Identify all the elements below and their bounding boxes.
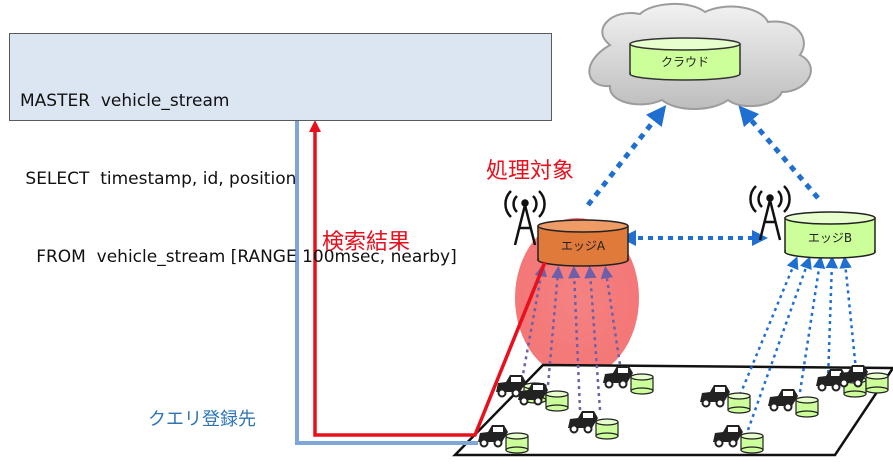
vehicle-icon (478, 425, 529, 454)
cloud-edge-links (586, 105, 820, 207)
query-line-master: MASTER vehicle_stream (20, 91, 230, 111)
cloud-disk: クラウド (629, 37, 741, 81)
vehicle-icon (838, 365, 889, 394)
vehicle-icon (518, 383, 569, 412)
vehicle-to-edge-b-links (738, 255, 858, 431)
vehicle-icon (713, 425, 764, 454)
cloud-label: クラウド (661, 55, 709, 69)
vehicle-icon (568, 411, 619, 440)
edge-b-label: エッジB (808, 231, 852, 245)
result-arrowhead (309, 120, 321, 132)
vehicle-icon (603, 366, 654, 395)
edge-a-disk: エッジA (537, 219, 629, 267)
search-result-label: 検索結果 (322, 230, 411, 255)
vehicles (478, 365, 889, 454)
ground-plane (452, 363, 893, 457)
antenna-a-icon (504, 190, 546, 246)
vehicle-icon (768, 389, 819, 418)
query-register-line (295, 121, 478, 445)
result-line (313, 128, 547, 437)
link-edge-a-cloud (586, 105, 667, 207)
processing-target-label: 処理対象 (486, 159, 575, 184)
query-line-from: FROM vehicle_stream [RANGE 100msec, near… (20, 247, 457, 267)
query-line-select: SELECT timestamp, id, position (20, 169, 297, 189)
edge-b-disk: エッジB (784, 211, 876, 259)
vehicle-icon (700, 385, 751, 414)
link-edge-b-cloud (738, 105, 820, 200)
query-register-label: クエリ登録先 (148, 409, 256, 430)
query-box: MASTER vehicle_stream SELECT timestamp, … (9, 33, 552, 267)
antenna-b-icon (749, 185, 791, 241)
vehicle-to-edge-a-links (520, 263, 624, 411)
edge-a-label: エッジA (561, 239, 606, 253)
